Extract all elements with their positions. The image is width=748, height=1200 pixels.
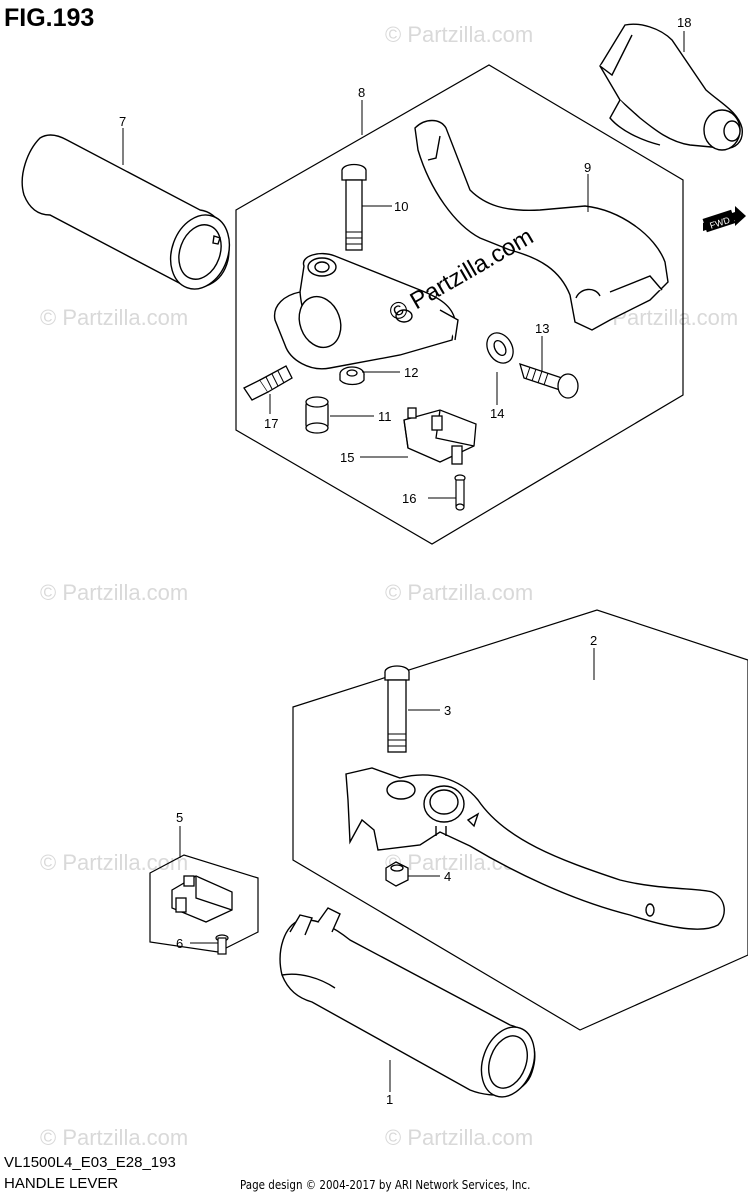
watermark: © Partzilla.com (385, 22, 533, 47)
callout-15: 15 (340, 450, 354, 465)
model-code: VL1500L4_E03_E28_193 (4, 1154, 176, 1171)
callout-5: 5 (176, 810, 183, 825)
fwd-arrow-badge: FWD (702, 206, 746, 233)
callout-14: 14 (490, 406, 504, 421)
lever-part-9 (414, 119, 669, 331)
watermark: © Partzilla.com (385, 580, 533, 605)
switch-part-5 (171, 875, 233, 923)
nut-part-4 (385, 861, 409, 887)
callout-7: 7 (119, 114, 126, 129)
nut-part-12 (339, 366, 365, 386)
grip-part-7 (21, 134, 231, 290)
adjuster-part-13 (519, 362, 579, 399)
callout-17: 17 (264, 416, 278, 431)
screw-part-17 (243, 365, 293, 401)
boot-part-18 (599, 23, 743, 151)
callout-8: 8 (358, 85, 365, 100)
grip-part-1 (279, 907, 536, 1098)
bracket-part-8 (273, 252, 459, 370)
bolt-part-3 (384, 665, 410, 753)
callout-1: 1 (386, 1092, 393, 1107)
figure-title: FIG.193 (4, 4, 95, 32)
watermark: © Partzilla.com (385, 1125, 533, 1150)
watermark-center: © Partzilla.com (385, 223, 539, 327)
watermark: © Partzilla.com (40, 305, 188, 330)
bolt-part-10 (341, 163, 367, 251)
callout-13: 13 (535, 321, 549, 336)
callout-10: 10 (394, 199, 408, 214)
screw-part-6 (215, 934, 229, 955)
callout-11: 11 (378, 409, 392, 424)
lever-part-2 (345, 767, 725, 930)
bushing-part-11 (305, 396, 329, 434)
callout-2: 2 (590, 633, 597, 648)
assembly-outline-8 (235, 64, 684, 545)
switch-part-15 (403, 407, 477, 465)
watermark: © Partzilla.com (40, 850, 188, 875)
watermark-layer: © Partzilla.com © Partzilla.com © Partzi… (40, 22, 738, 1150)
callout-3: 3 (444, 703, 451, 718)
watermark: © Partzilla.com (40, 1125, 188, 1150)
callout-16: 16 (402, 491, 416, 506)
callout-labels: 1 2 3 4 5 6 7 8 9 10 11 12 13 14 15 16 1… (119, 15, 691, 1107)
callout-9: 9 (584, 160, 591, 175)
callout-6: 6 (176, 936, 183, 951)
callout-4: 4 (444, 869, 451, 884)
callout-12: 12 (404, 365, 418, 380)
clip-part-14 (486, 332, 514, 364)
assembly-outline-2 (292, 609, 748, 1031)
screw-part-16 (454, 474, 466, 511)
figure-name: HANDLE LEVER (4, 1175, 119, 1192)
credit-text: Page design © 2004-2017 by ARI Network S… (240, 1178, 531, 1192)
leader-lines (122, 31, 685, 1092)
watermark: © Partzilla.com (40, 580, 188, 605)
assembly-outline-5 (149, 854, 259, 953)
callout-18: 18 (677, 15, 691, 30)
